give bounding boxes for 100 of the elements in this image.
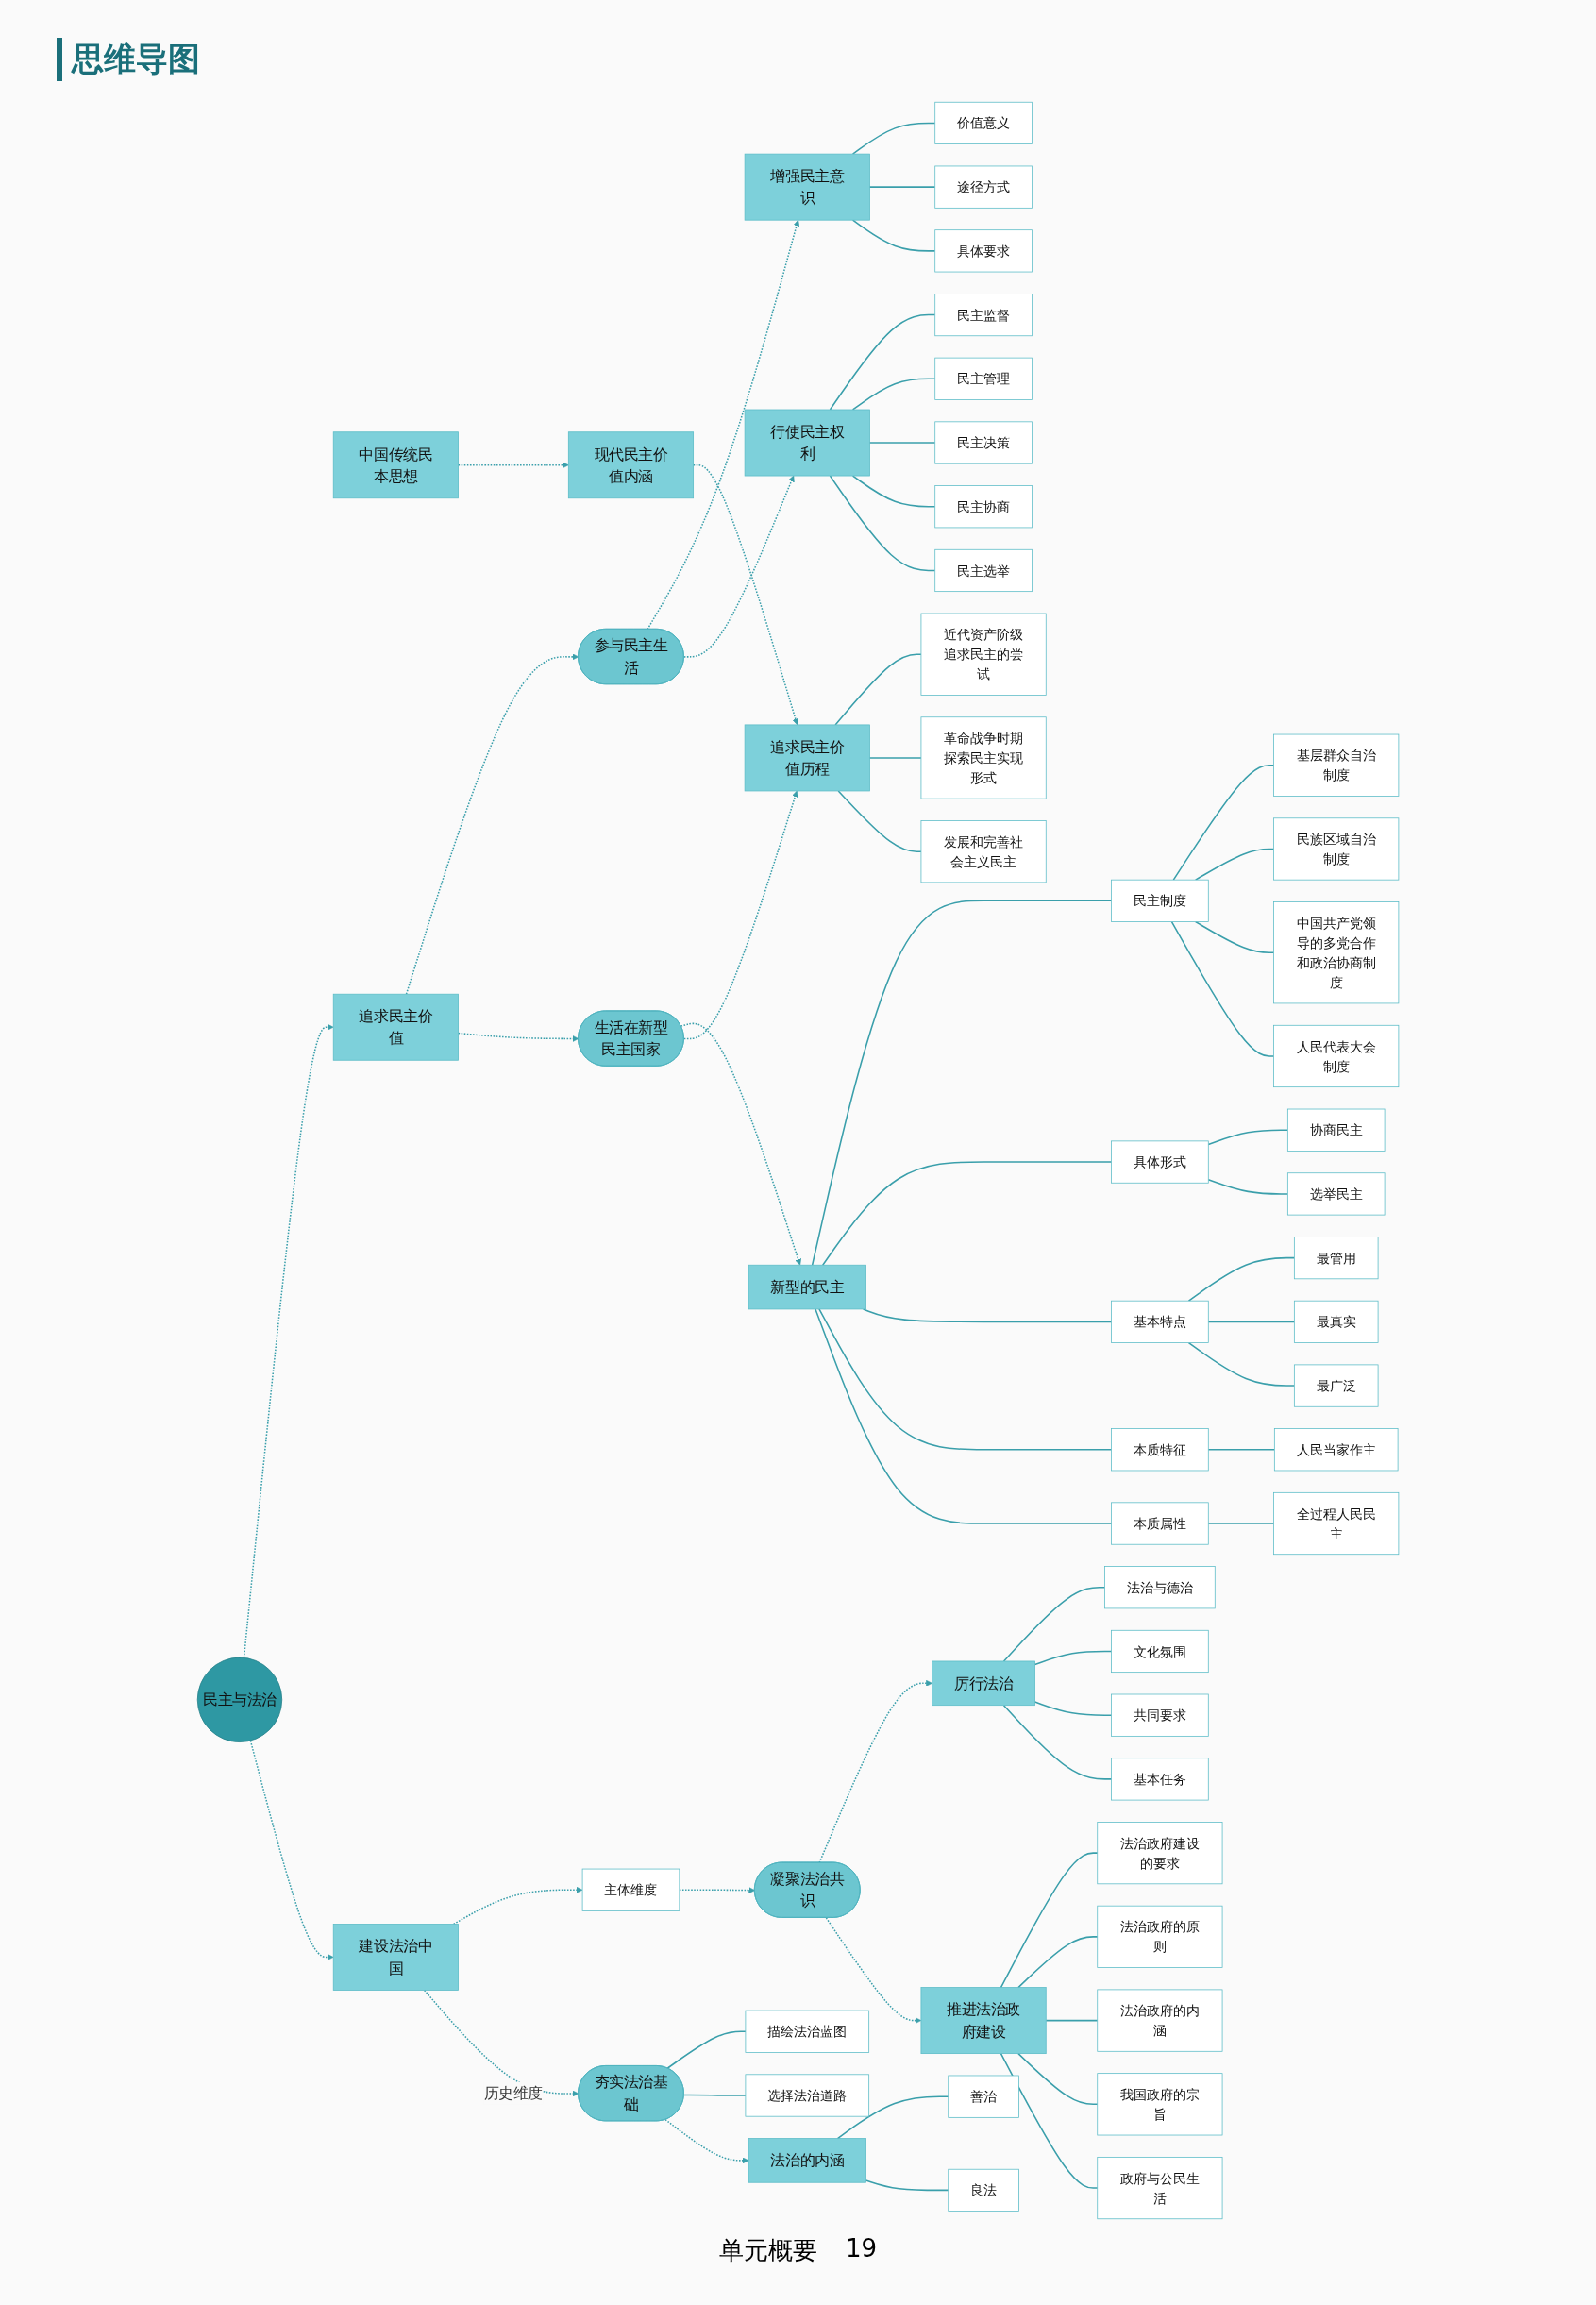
node-box: 建设法治中国	[332, 1924, 459, 1991]
node-box: 本质特征	[1111, 1428, 1209, 1472]
title: 思维导图	[57, 38, 200, 81]
arrow	[664, 2118, 749, 2164]
node-box: 法治与德治	[1104, 1566, 1216, 1609]
arrow	[692, 464, 799, 726]
node-box: 选举民主	[1286, 1172, 1386, 1216]
node-box: 近代资产阶级追求民主的尝试	[920, 613, 1047, 696]
node-box: 文化氛围	[1111, 1629, 1209, 1674]
connector	[1194, 920, 1275, 953]
node-box: 推进法治政府建设	[920, 1987, 1047, 2054]
node-box: 本质属性	[1111, 1502, 1209, 1545]
node-box: 革命战争时期探索民主实现形式	[920, 716, 1047, 799]
node-box: 善治	[948, 2075, 1019, 2118]
node-box: 基本任务	[1111, 1758, 1209, 1801]
arrow	[405, 653, 580, 995]
connector	[1002, 1704, 1113, 1780]
node-box: 增强民主意识	[744, 153, 870, 221]
node-box: 价值意义	[934, 101, 1033, 144]
node-box: 中国传统民本思想	[332, 431, 459, 499]
node-box: 最管用	[1293, 1237, 1379, 1280]
connector	[666, 2030, 747, 2069]
node-box: 民主决策	[934, 421, 1033, 464]
connector	[1207, 1129, 1289, 1146]
node-box: 厉行法治	[932, 1660, 1035, 1707]
node-box: 具体要求	[934, 229, 1033, 273]
connector	[1000, 1852, 1099, 1989]
arrow	[679, 1887, 755, 1893]
connector	[821, 1161, 1113, 1266]
node-box: 最真实	[1293, 1300, 1379, 1343]
connector	[868, 186, 936, 188]
connector	[1207, 1449, 1276, 1451]
connector	[1194, 848, 1275, 881]
connector	[851, 475, 936, 508]
node-box: 民主管理	[934, 357, 1033, 400]
node-box: 法治政府建设的要求	[1097, 1822, 1223, 1885]
connector	[829, 475, 936, 572]
node-box: 现代民主价值内涵	[567, 431, 694, 499]
node-box: 法治政府的原则	[1097, 1905, 1223, 1968]
connector	[851, 219, 936, 252]
connector	[815, 1308, 1113, 1524]
node-box: 协商民主	[1286, 1108, 1386, 1152]
connector	[834, 653, 922, 726]
connector	[1017, 2052, 1099, 2106]
arrow	[249, 1740, 334, 1960]
arrow	[682, 790, 798, 1040]
arrow	[457, 462, 569, 469]
node-box: 途径方式	[934, 165, 1033, 209]
node-box: 民主监督	[934, 294, 1033, 337]
arrow	[457, 1032, 580, 1042]
connector	[851, 122, 936, 155]
arrow	[825, 1917, 922, 2024]
connector	[1172, 764, 1275, 881]
connector	[1002, 1586, 1106, 1662]
node-box: 中国共产党领导的多党合作和政治协商制度	[1273, 901, 1400, 1004]
node-box: 共同要求	[1111, 1693, 1209, 1737]
connector	[1000, 2052, 1099, 2189]
node-box: 民主制度	[1111, 879, 1209, 922]
node-box: 主体维度	[581, 1868, 680, 1911]
connector	[865, 2179, 949, 2192]
footer-text: 单元概要	[718, 2235, 817, 2266]
connector	[1033, 1701, 1113, 1716]
node-box: 人民当家作主	[1273, 1428, 1399, 1472]
node-box: 人民代表大会制度	[1273, 1024, 1400, 1088]
connector	[1207, 1178, 1289, 1195]
node-box: 民主协商	[934, 485, 1033, 529]
node-box: 基层群众自治制度	[1273, 733, 1400, 797]
connector	[682, 2094, 747, 2096]
node-box: 行使民主权利	[744, 409, 870, 477]
arrow	[647, 219, 800, 631]
connector	[1207, 1321, 1296, 1323]
connector	[829, 313, 936, 411]
node-box: 最广泛	[1293, 1364, 1379, 1407]
connector	[851, 378, 936, 411]
edge-label: 历史维度	[483, 2084, 543, 2102]
node-circle: 民主与法治	[196, 1657, 283, 1742]
node-box: 选择法治道路	[745, 2074, 869, 2117]
node-box: 追求民主价值	[332, 993, 459, 1061]
arrow	[423, 1989, 580, 2097]
node-box: 民主选举	[934, 548, 1033, 593]
connector	[1187, 1341, 1296, 1387]
connector	[868, 442, 936, 444]
arrow	[243, 1023, 334, 1659]
node-box: 法治的内涵	[748, 2138, 866, 2183]
connector	[1187, 1256, 1296, 1302]
connector	[1207, 1523, 1275, 1524]
node-box: 民族区域自治制度	[1273, 817, 1400, 881]
node-box: 良法	[948, 2168, 1019, 2212]
connector	[1033, 1650, 1113, 1666]
node-box: 我国政府的宗旨	[1097, 2073, 1223, 2136]
connector	[818, 1308, 1113, 1451]
arrow	[680, 1022, 801, 1266]
connector	[837, 790, 922, 852]
node-box: 政府与公民生活	[1097, 2157, 1223, 2220]
node-box: 追求民主价值历程	[744, 724, 870, 792]
arrow	[682, 475, 795, 658]
node-box: 具体形式	[1111, 1140, 1209, 1184]
connector	[811, 900, 1113, 1266]
node-box: 描绘法治蓝图	[745, 2010, 869, 2053]
node-box: 新型的民主	[748, 1264, 866, 1310]
